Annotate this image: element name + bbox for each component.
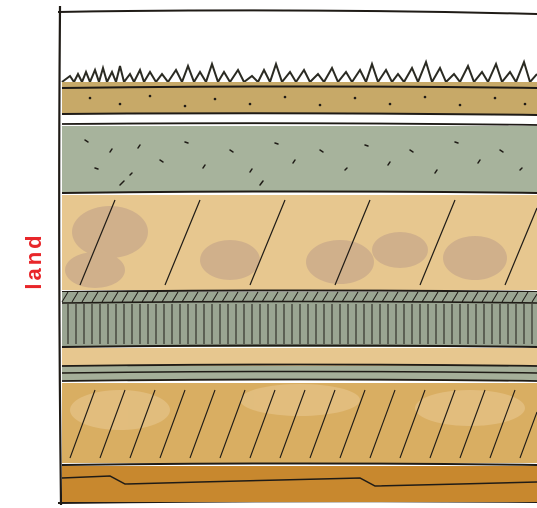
grass-line — [62, 62, 537, 82]
gray-speckled-layer — [62, 126, 537, 192]
sand-layer-bottom-line — [62, 291, 537, 293]
thin-sand-strip — [62, 348, 537, 366]
land-label: land — [21, 221, 47, 301]
top-border — [58, 10, 537, 14]
topsoil-bottom-line — [62, 113, 537, 115]
strip-line-3 — [62, 380, 537, 382]
left-border — [59, 6, 61, 505]
lower-sand-bottom-line — [62, 464, 537, 466]
gap-line-1 — [62, 123, 537, 125]
thin-gray-strip — [62, 366, 537, 380]
gray-layer-bottom-line — [62, 192, 537, 194]
